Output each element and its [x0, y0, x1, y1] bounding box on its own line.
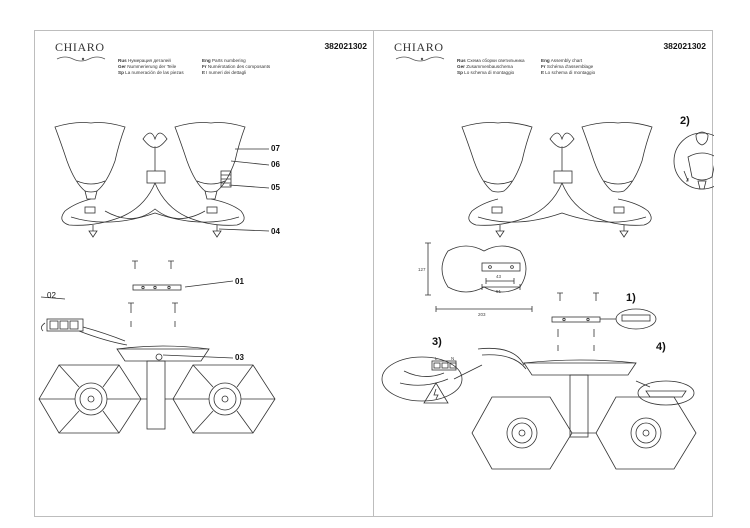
brand-flourish-icon: [395, 56, 445, 62]
step-2-label: 2): [680, 115, 690, 127]
product-code: 382021302: [324, 41, 367, 51]
legend-entry: Rus Нумерация деталей: [118, 58, 171, 63]
legend-entry: Fr Numérotation des composants: [202, 64, 271, 69]
legend-column-2: Eng Parts numbering Fr Numérotation des …: [202, 58, 270, 76]
wiring-label-l: L: [435, 356, 438, 361]
dimension-d2: 51: [496, 289, 502, 294]
parts-numbering-sheet: CHIARO 382021302 Rus Нумерация деталей G…: [34, 30, 374, 517]
legend-entry: Rus Схема сборки светильника: [457, 58, 525, 63]
left-hexagon-shade-icon: [471, 396, 573, 470]
legend-entry: Sp La numeración de las piezas: [118, 70, 184, 75]
step-1-label: 1): [626, 292, 636, 304]
right-hexagon-shade-icon: [172, 364, 276, 434]
callout-05: 05: [271, 183, 280, 192]
legend-entry: It Lo schema di montaggio: [541, 70, 596, 75]
legend-entry: It I numeri dei dettagli: [202, 70, 247, 75]
callout-04: 04: [271, 227, 280, 236]
legend-column-1: Rus Нумерация деталей Ger Nummerierung d…: [118, 58, 184, 76]
callout-07: 07: [271, 144, 280, 153]
assembly-drawing: [381, 122, 714, 470]
callout-03: 03: [235, 353, 244, 362]
right-shade-icon: [174, 122, 246, 200]
legend-column-2: Eng Assembly chart Fr Schéma d'assemblag…: [541, 58, 595, 76]
left-shade-icon: [461, 122, 533, 193]
legend-entry: Sp Lo schema di montaggio: [457, 70, 515, 75]
dimension-height: 127: [418, 267, 426, 272]
left-shade-icon: [54, 122, 126, 200]
dimension-width: 203: [478, 312, 486, 317]
legend-entry: Eng Assembly chart: [541, 58, 583, 63]
callout-02: 02: [47, 291, 56, 300]
brand-logo: CHIARO: [394, 40, 444, 54]
product-code: 382021302: [663, 41, 706, 51]
callout-01: 01: [235, 277, 244, 286]
step-4-label: 4): [656, 341, 666, 353]
legend-entry: Ger Nummerierung der Teile: [118, 64, 177, 69]
legend-column-1: Rus Схема сборки светильника Ger Zusamme…: [457, 58, 525, 76]
wiring-label-n: N: [451, 356, 455, 361]
step-3-label: 3): [432, 336, 442, 348]
callout-06: 06: [271, 160, 280, 169]
right-shade-icon: [581, 122, 653, 193]
left-hexagon-shade-icon: [38, 364, 142, 434]
right-hexagon-shade-icon: [595, 396, 697, 470]
legend-entry: Ger Zusammenbauschema: [457, 64, 513, 69]
dimension-d1: 43: [496, 274, 502, 279]
brand-flourish-icon: [56, 56, 106, 62]
legend-entry: Eng Parts numbering: [202, 58, 246, 63]
assembly-chart-sheet: CHIARO 382021302 Rus Схема сборки светил…: [373, 30, 714, 517]
parts-drawing: [38, 122, 276, 434]
brand-logo: CHIARO: [55, 40, 105, 54]
legend-entry: Fr Schéma d'assemblage: [541, 64, 594, 69]
